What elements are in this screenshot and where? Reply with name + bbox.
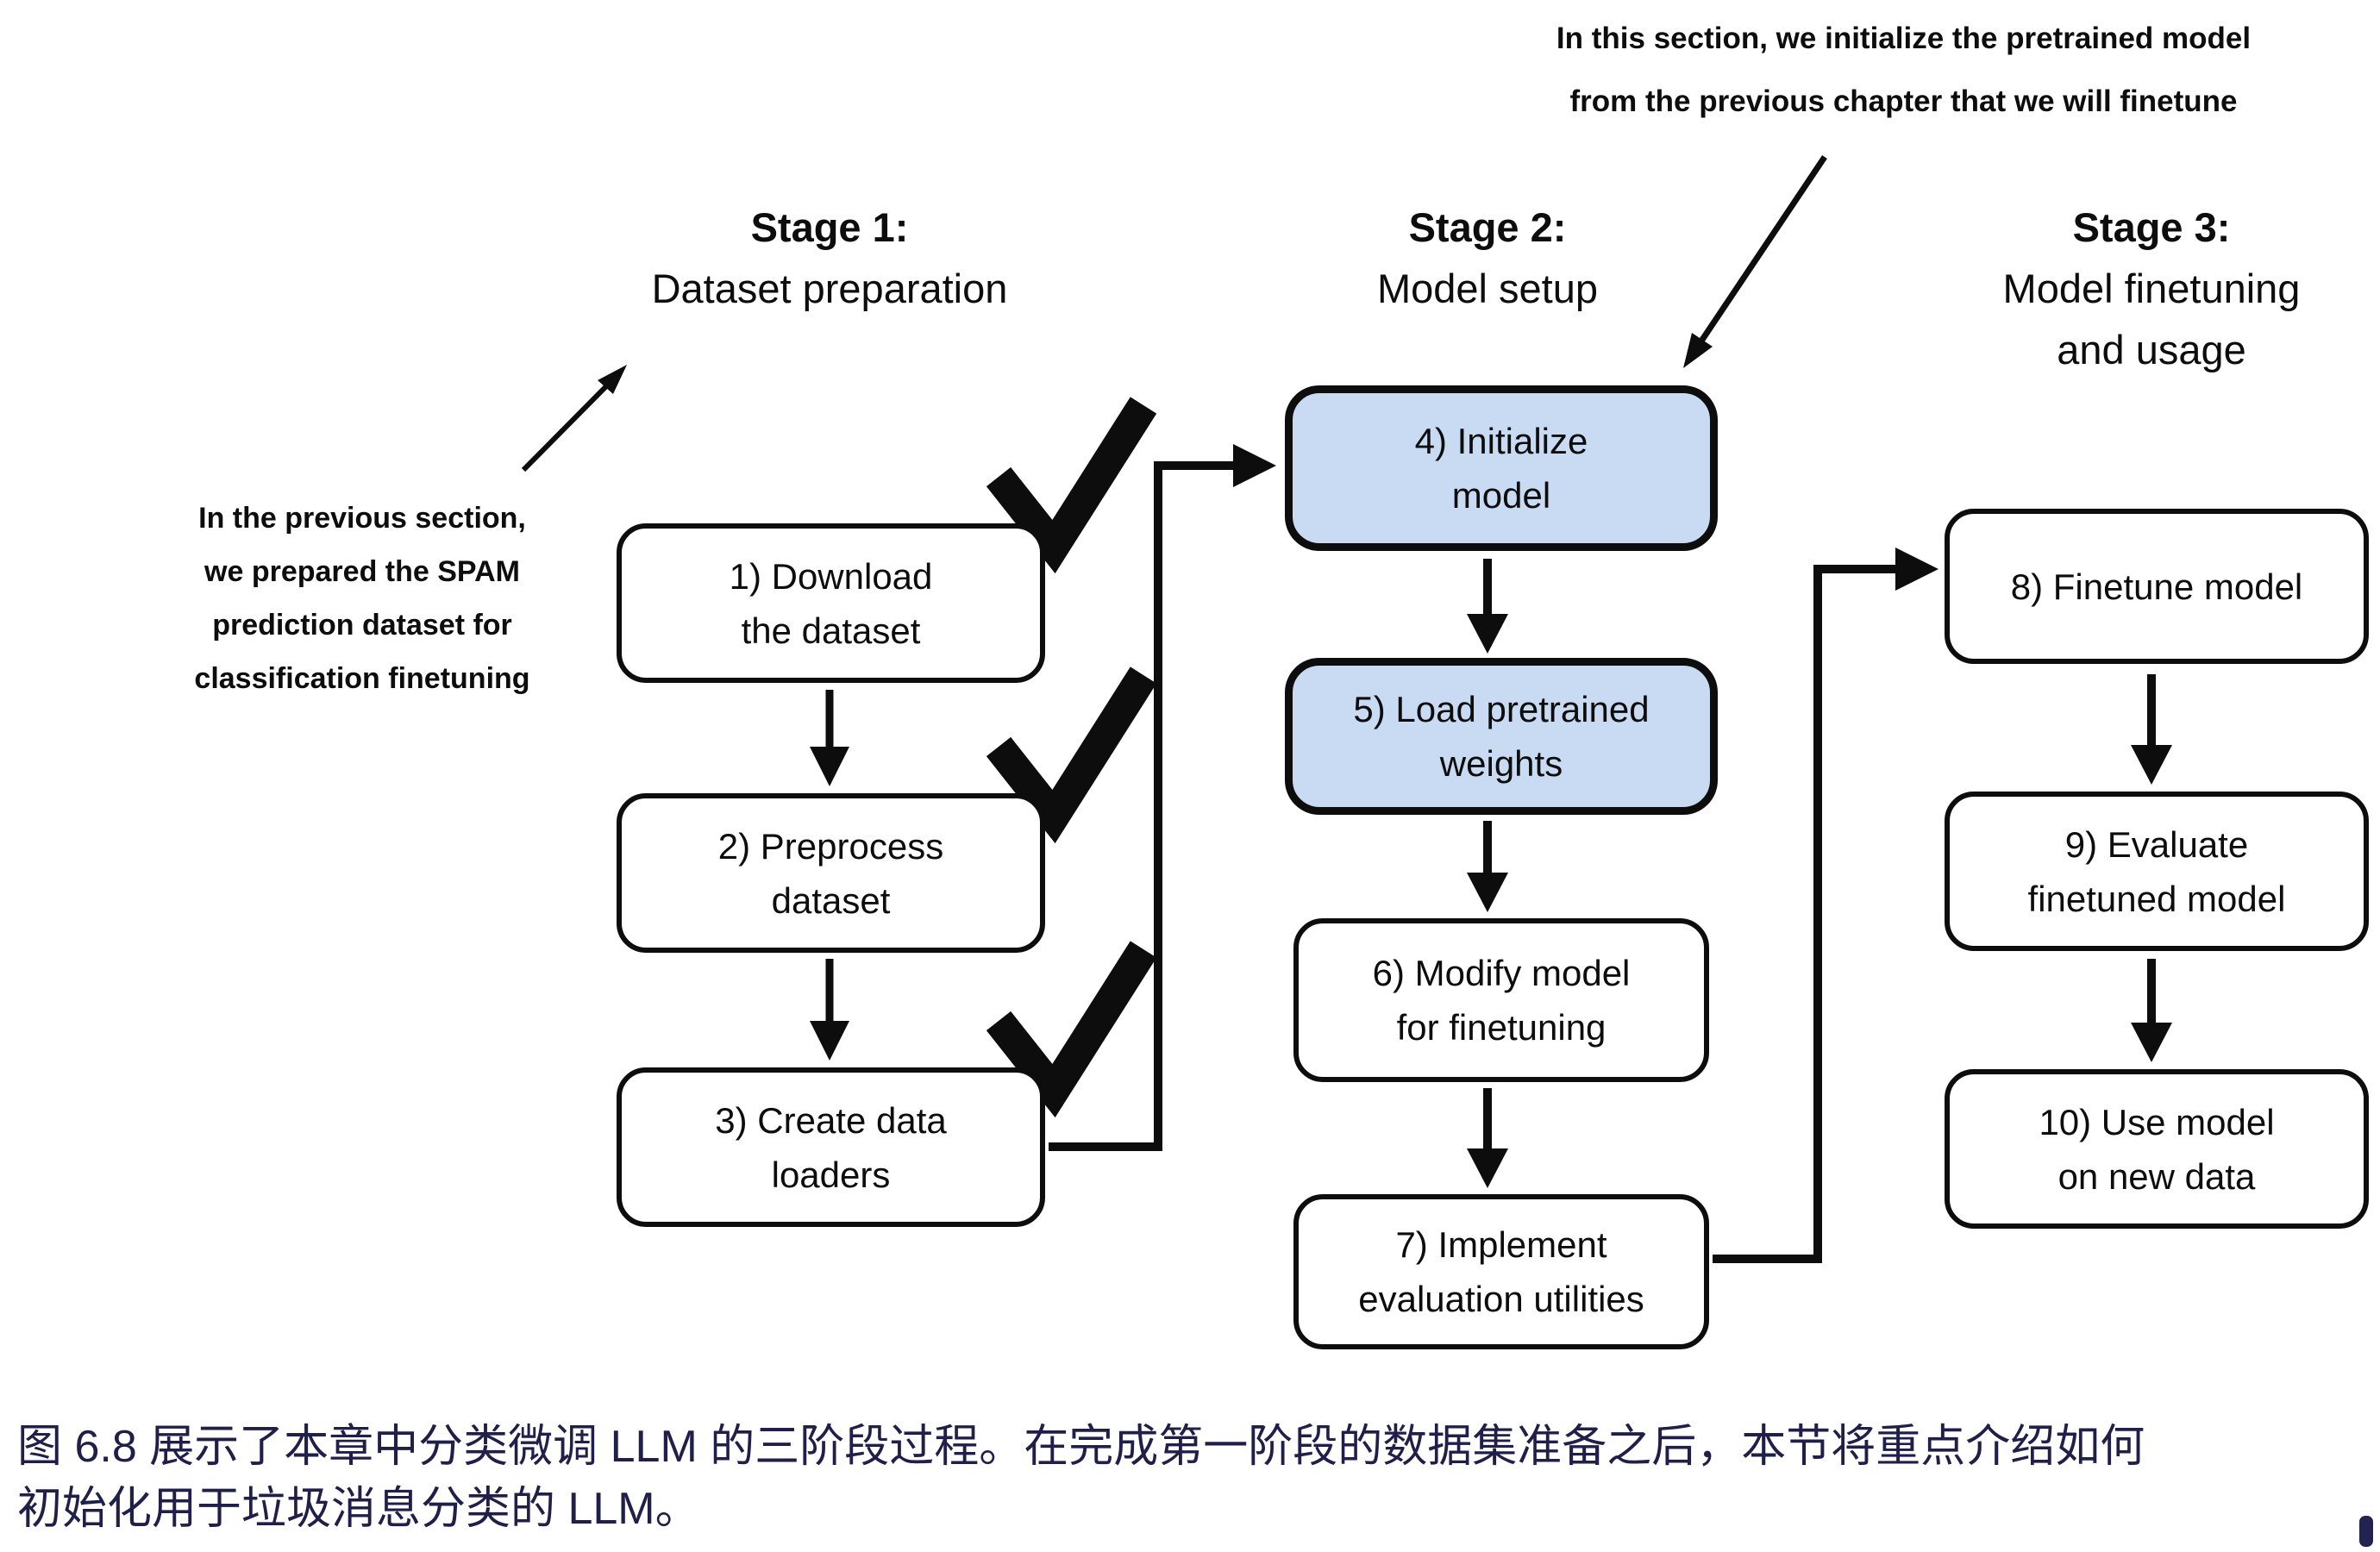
flow-box-create-data-loaders: 3) Create data loaders bbox=[617, 1067, 1045, 1227]
flow-box-use-model: 10) Use model on new data bbox=[1945, 1069, 2369, 1229]
flow-box-initialize-model: 4) Initialize model bbox=[1285, 385, 1718, 551]
flow-box-modify-model: 6) Modify model for finetuning bbox=[1293, 918, 1709, 1082]
stage-3-header: Stage 3: Model finetuning and usage bbox=[1927, 197, 2376, 380]
connector-box3-box4 bbox=[1049, 444, 1276, 1151]
flow-arrow-box5-box6 bbox=[1467, 821, 1508, 912]
flow-box-implement-evaluation: 7) Implement evaluation utilities bbox=[1293, 1194, 1709, 1349]
annotation-top-note: In this section, we initialize the pretr… bbox=[1556, 22, 2252, 118]
annotation-arrow-left bbox=[521, 365, 627, 472]
stage-3-title: Stage 3: bbox=[2072, 204, 2231, 250]
flow-box-preprocess-dataset: 2) Preprocess dataset bbox=[617, 793, 1045, 953]
figure-caption: 图 6.8 展示了本章中分类微调 LLM 的三阶段过程。在完成第一阶段的数据集准… bbox=[17, 1422, 2145, 1534]
annotation-left-note: In the previous section, we prepared the… bbox=[194, 502, 530, 695]
stage-2-title: Stage 2: bbox=[1408, 204, 1567, 250]
flow-arrow-box1-box2 bbox=[810, 690, 849, 786]
flow-arrow-box9-box10 bbox=[2131, 959, 2172, 1062]
connector-box7-box8 bbox=[1713, 548, 1938, 1263]
text-cursor-mark bbox=[2359, 1516, 2373, 1547]
stage-1-header: Stage 1: Dataset preparation bbox=[605, 197, 1054, 319]
flow-box-load-pretrained-weights: 5) Load pretrained weights bbox=[1285, 658, 1718, 815]
flow-arrow-box2-box3 bbox=[810, 959, 849, 1061]
flow-box-evaluate-model: 9) Evaluate finetuned model bbox=[1945, 792, 2369, 951]
stage-1-title: Stage 1: bbox=[750, 204, 909, 250]
flow-arrow-box4-box5 bbox=[1467, 559, 1508, 654]
flow-arrow-box8-box9 bbox=[2131, 674, 2172, 785]
stage-3-subtitle: Model finetuning and usage bbox=[2002, 266, 2301, 372]
stage-1-subtitle: Dataset preparation bbox=[651, 266, 1008, 311]
flow-box-download-dataset: 1) Download the dataset bbox=[617, 523, 1045, 683]
stage-2-header: Stage 2: Model setup bbox=[1263, 197, 1712, 319]
flow-box-finetune-model: 8) Finetune model bbox=[1945, 509, 2369, 664]
stage-2-subtitle: Model setup bbox=[1376, 266, 1599, 311]
flow-arrow-box6-box7 bbox=[1467, 1088, 1508, 1188]
